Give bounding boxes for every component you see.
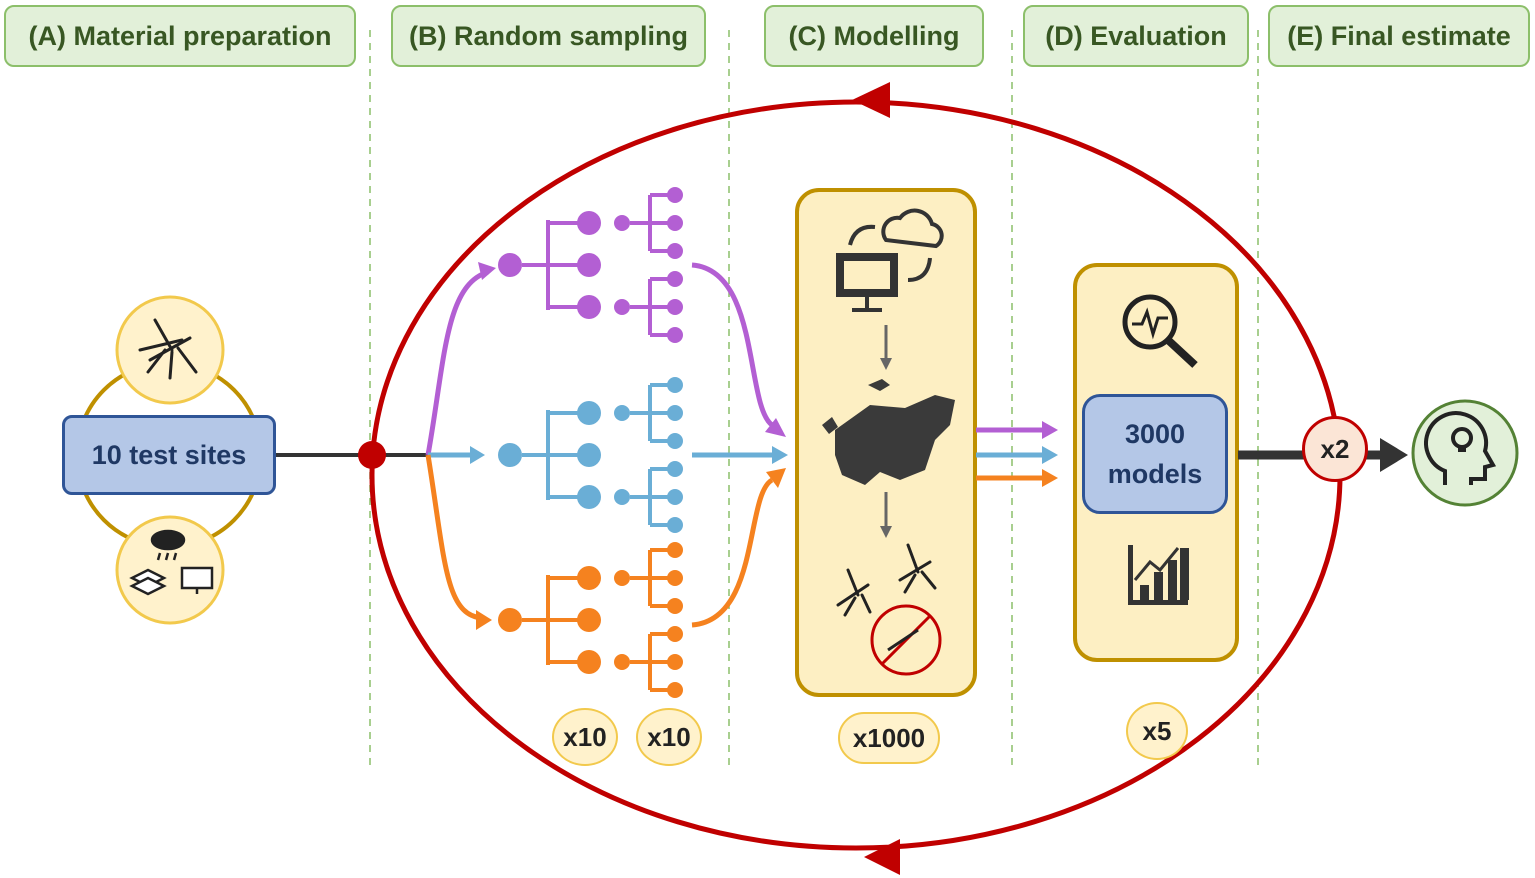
stage-material-preparation: (A) Material preparation: [4, 5, 356, 67]
models-label: models: [1107, 459, 1203, 489]
multiplier-sampling-1: x10: [552, 708, 618, 766]
head-lightbulb-icon: [1424, 411, 1497, 485]
orange-tree-node: [577, 608, 601, 632]
climate-data-icon: [129, 529, 214, 596]
blue-tree-node: [577, 401, 601, 425]
stage-random-sampling: (B) Random sampling: [391, 5, 706, 67]
stage-evaluation: (D) Evaluation: [1023, 5, 1249, 67]
purple-tree-node: [577, 253, 601, 277]
blue-tree-leaf: [667, 433, 683, 449]
orange-tree-node: [577, 650, 601, 674]
blue-tree-leaf-parent: [614, 405, 630, 421]
orange-tree-leaf: [667, 570, 683, 586]
blue-tree-leaf: [667, 489, 683, 505]
magnifier-analysis-icon: [1122, 294, 1198, 368]
no-mosquito-icon: [870, 604, 942, 676]
orange-tree-leaf: [667, 654, 683, 670]
blue-tree-root: [498, 443, 522, 467]
purple-tree-leaf: [667, 243, 683, 259]
sampling-trees: [498, 187, 683, 698]
computer-cloud-icon: [836, 208, 944, 312]
multiplier-evaluation: x5: [1126, 702, 1188, 760]
orange-tree-leaf: [667, 598, 683, 614]
blue-tree-leaf-parent: [614, 489, 630, 505]
orange-tree-leaf: [667, 682, 683, 698]
blue-tree-leaf: [667, 405, 683, 421]
stage-separators: [369, 30, 1259, 768]
purple-tree-leaf: [667, 187, 683, 203]
mosquito-icon: [138, 318, 198, 380]
final-estimate-circle: [1411, 399, 1519, 507]
purple-tree-leaf: [667, 299, 683, 315]
multiplier-modelling: x1000: [838, 712, 940, 764]
purple-tree-leaf: [667, 327, 683, 343]
orange-tree-leaf: [667, 626, 683, 642]
purple-tree-leaf-parent: [614, 215, 630, 231]
orange-tree-node: [577, 566, 601, 590]
multiplier-sampling-2: x10: [636, 708, 702, 766]
purple-tree-node: [577, 295, 601, 319]
loop-arrow-bottom: [864, 839, 900, 875]
blue-tree-node: [577, 443, 601, 467]
purple-tree-leaf-parent: [614, 299, 630, 315]
climate-data-icon-circle: [115, 515, 225, 625]
models-count: 3000: [1124, 419, 1186, 449]
europe-map-icon: [822, 379, 955, 485]
orange-tree-leaf-parent: [614, 654, 630, 670]
stage-modelling: (C) Modelling: [764, 5, 984, 67]
blue-tree-leaf: [667, 461, 683, 477]
loop-arrow-top: [852, 82, 890, 118]
orange-tree-root: [498, 608, 522, 632]
models-node: 3000 models: [1082, 394, 1228, 514]
purple-tree-node: [577, 211, 601, 235]
blue-tree-leaf: [667, 377, 683, 393]
multiplier-final: x2: [1302, 416, 1368, 482]
purple-tree-leaf: [667, 271, 683, 287]
blue-tree-node: [577, 485, 601, 509]
mosquito-icon: [836, 543, 937, 617]
test-sites-node: 10 test sites: [62, 415, 276, 495]
purple-tree-root: [498, 253, 522, 277]
orange-tree-leaf: [667, 542, 683, 558]
sampling-hub: [358, 441, 386, 469]
blue-tree-leaf: [667, 517, 683, 533]
bar-chart-icon: [1128, 545, 1189, 605]
stage-final-estimate: (E) Final estimate: [1268, 5, 1530, 67]
orange-tree-leaf-parent: [614, 570, 630, 586]
purple-tree-leaf: [667, 215, 683, 231]
